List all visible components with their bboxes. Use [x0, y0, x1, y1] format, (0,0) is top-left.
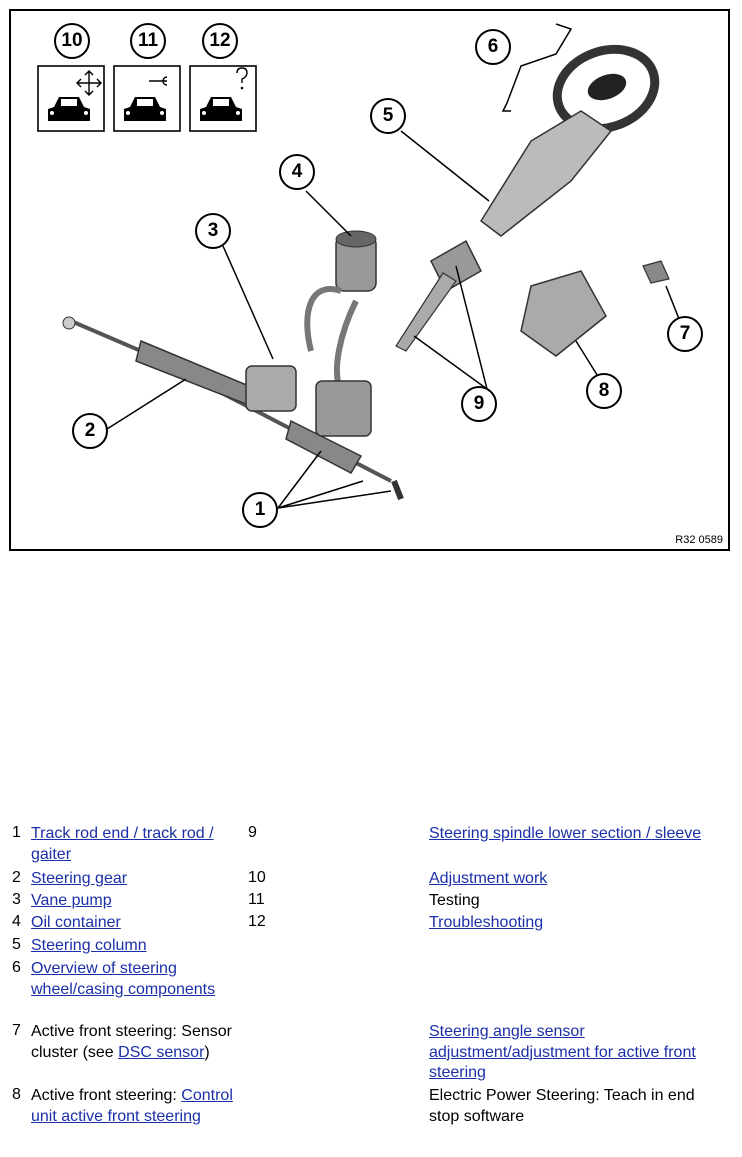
- steering-wheel-drawing: [552, 44, 660, 134]
- callout-10: 10: [54, 23, 90, 59]
- legend-number: 3: [12, 891, 21, 908]
- adjustment-pictogram-box: [37, 65, 105, 132]
- reference-description: Testing: [429, 891, 724, 912]
- testing-pictogram-box: [113, 65, 181, 132]
- question-mark-icon: [236, 67, 248, 83]
- legend-description-link[interactable]: DSC sensor: [118, 1043, 205, 1061]
- legend-description-link[interactable]: Control unit active front steering: [31, 1087, 233, 1125]
- legend-description-link[interactable]: Steering gear: [31, 870, 128, 887]
- legend-description: Steering column: [31, 936, 241, 957]
- reference-number: 12: [248, 913, 266, 930]
- legend-number: 1: [12, 824, 21, 841]
- reference-description: Steering angle sensor adjustment/adjustm…: [429, 1022, 724, 1084]
- car-pictogram-icons: [48, 97, 242, 121]
- legend-description: Active front steering: Control unit acti…: [31, 1086, 241, 1127]
- reference-number: 11: [248, 891, 265, 908]
- leader-lines: [106, 23, 684, 509]
- reference-link[interactable]: Steering spindle lower section / sleeve: [429, 825, 702, 842]
- callout-12: 12: [202, 23, 238, 59]
- legend-description: Steering gear: [31, 869, 241, 890]
- callout-6: 6: [475, 29, 511, 65]
- reference-link[interactable]: Troubleshooting: [429, 914, 544, 931]
- move-arrows-icon: [76, 70, 102, 96]
- legend-description: Active front steering: Sensor cluster (s…: [31, 1022, 241, 1063]
- reference-text: Electric Power Steering: Teach in end st…: [429, 1087, 695, 1125]
- vane-pump-drawing: [245, 365, 297, 412]
- legend-number: 5: [12, 936, 21, 953]
- control-unit-drawing: [520, 270, 607, 357]
- reference-number: 9: [248, 824, 257, 841]
- legend-description-link[interactable]: Vane pump: [31, 892, 112, 909]
- reference-link[interactable]: Adjustment work: [429, 870, 548, 887]
- reference-description: Electric Power Steering: Teach in end st…: [429, 1086, 724, 1127]
- legend-number: 7: [12, 1022, 21, 1039]
- legend-description-text: Active front steering: Sensor cluster (s…: [31, 1023, 232, 1061]
- figure-code: R32 0589: [673, 534, 725, 546]
- legend-number: 2: [12, 869, 21, 886]
- callout-3: 3: [195, 213, 231, 249]
- legend-description: Overview of steering wheel/casing compon…: [31, 959, 241, 1000]
- legend-description: Vane pump: [31, 891, 241, 912]
- callout-7: 7: [667, 316, 703, 352]
- steering-exploded-diagram: 10 11 12 6 5 4 3 7 8 9 2 1 R32 0589: [9, 9, 730, 551]
- legend-number: 4: [12, 913, 21, 930]
- callout-8: 8: [586, 373, 622, 409]
- reference-description: Steering spindle lower section / sleeve: [429, 824, 724, 845]
- reference-description: Troubleshooting: [429, 913, 724, 934]
- callout-1: 1: [242, 492, 278, 528]
- sensor-cluster-drawing: [642, 260, 670, 284]
- callout-2: 2: [72, 413, 108, 449]
- callout-4: 4: [279, 154, 315, 190]
- legend-number: 6: [12, 959, 21, 976]
- steering-column-drawing: [479, 110, 613, 237]
- troubleshooting-pictogram-box: [189, 65, 257, 132]
- reference-description: Adjustment work: [429, 869, 724, 890]
- legend-description: Track rod end / track rod / gaiter: [31, 824, 241, 865]
- legend-description-link[interactable]: Overview of steering wheel/casing compon…: [31, 960, 216, 998]
- legend-number: 8: [12, 1086, 21, 1103]
- steering-gear-drawing: [135, 339, 263, 407]
- legend-description-link[interactable]: Track rod end / track rod / gaiter: [31, 825, 214, 863]
- callout-5: 5: [370, 98, 406, 134]
- legend-description-text: Active front steering:: [31, 1087, 182, 1104]
- diagram-drawing: [37, 23, 684, 509]
- reference-text: Testing: [429, 892, 480, 909]
- legend-description: Oil container: [31, 913, 241, 934]
- legend-description-text: ): [204, 1043, 210, 1061]
- wrench-icon: [149, 76, 168, 86]
- reference-link[interactable]: Steering angle sensor adjustment/adjustm…: [429, 1023, 696, 1082]
- reference-number: 10: [248, 869, 266, 886]
- legend-description-link[interactable]: Oil container: [31, 914, 121, 931]
- callout-11: 11: [130, 23, 166, 59]
- legend-description-link[interactable]: Steering column: [31, 937, 147, 954]
- callout-9: 9: [461, 386, 497, 422]
